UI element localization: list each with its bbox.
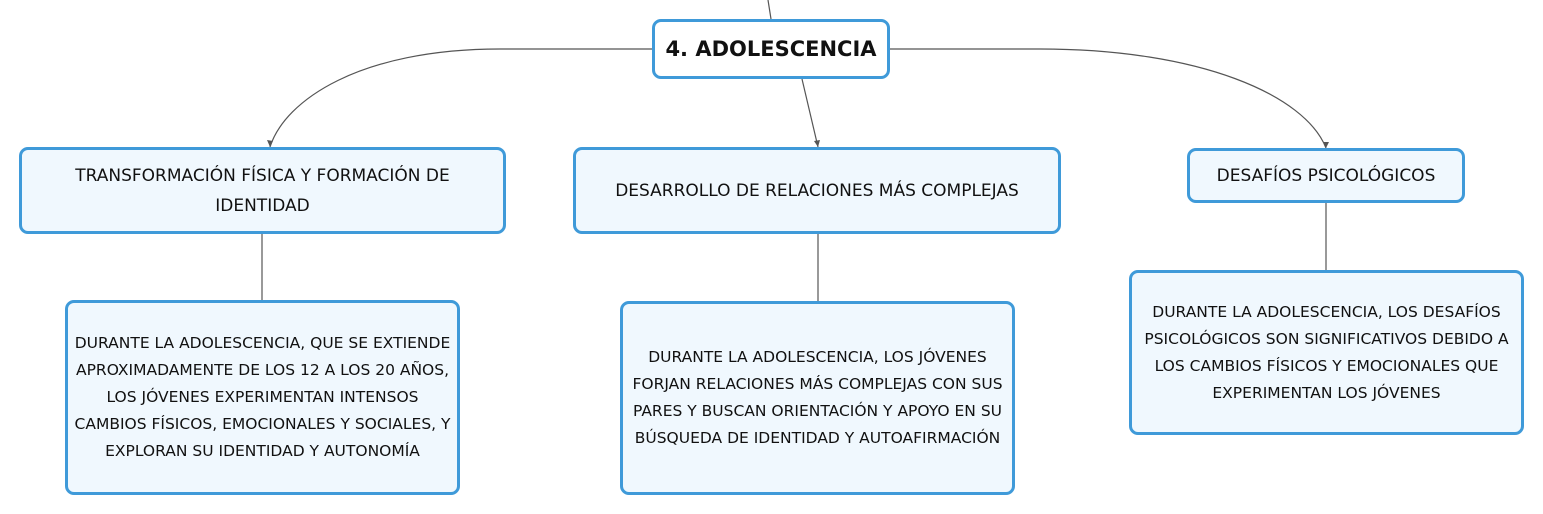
branch-node-relaciones[interactable]: DESARROLLO DE RELACIONES MÁS COMPLEJAS <box>573 147 1061 234</box>
branch-node-transformacion[interactable]: TRANSFORMACIÓN FÍSICA Y FORMACIÓN DE IDE… <box>19 147 506 234</box>
detail-node-relaciones[interactable]: DURANTE LA ADOLESCENCIA, LOS JÓVENES FOR… <box>620 301 1015 495</box>
connector-root-to-branch-2 <box>801 78 819 148</box>
detail-text-transformacion: DURANTE LA ADOLESCENCIA, QUE SE EXTIENDE… <box>74 334 451 460</box>
arrowhead-branch-1 <box>267 140 273 147</box>
detail-node-desafios[interactable]: DURANTE LA ADOLESCENCIA, LOS DESAFÍOS PS… <box>1129 270 1524 435</box>
connector-root-to-branch-1 <box>269 48 652 148</box>
connector-root-parent <box>767 0 772 20</box>
root-topic-label: 4. ADOLESCENCIA <box>665 37 877 61</box>
connector-root-to-branch-3 <box>890 48 1327 149</box>
root-topic-node[interactable]: 4. ADOLESCENCIA <box>652 19 890 79</box>
arrowhead-branch-2 <box>814 140 820 147</box>
branch-node-desafios[interactable]: DESAFÍOS PSICOLÓGICOS <box>1187 148 1465 203</box>
branch-label-transformacion: TRANSFORMACIÓN FÍSICA Y FORMACIÓN DE IDE… <box>75 165 450 216</box>
detail-text-desafios: DURANTE LA ADOLESCENCIA, LOS DESAFÍOS PS… <box>1144 302 1509 402</box>
arrowhead-branch-3 <box>1323 142 1329 148</box>
detail-node-transformacion[interactable]: DURANTE LA ADOLESCENCIA, QUE SE EXTIENDE… <box>65 300 460 495</box>
branch-label-relaciones: DESARROLLO DE RELACIONES MÁS COMPLEJAS <box>615 180 1019 201</box>
branch-label-desafios: DESAFÍOS PSICOLÓGICOS <box>1216 165 1436 186</box>
detail-text-relaciones: DURANTE LA ADOLESCENCIA, LOS JÓVENES FOR… <box>632 348 1003 447</box>
